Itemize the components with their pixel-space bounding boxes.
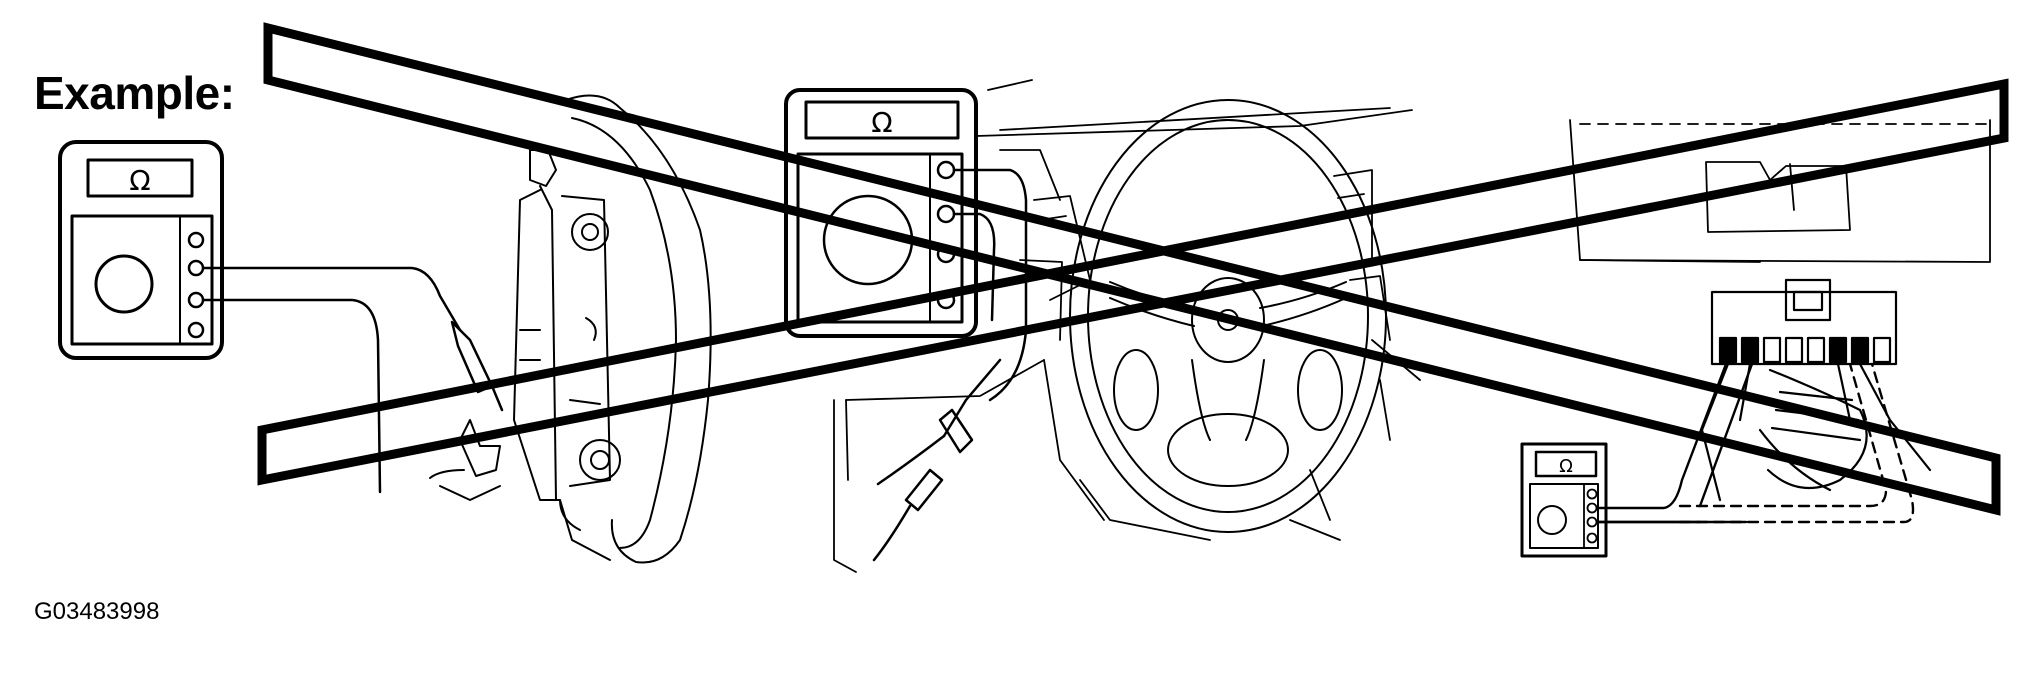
meter-symbol: Ω xyxy=(1559,456,1573,477)
prohibited-cross-icon xyxy=(257,22,2009,516)
example-ohmmeter-icon: Ω xyxy=(58,140,224,360)
column-test-leads xyxy=(872,168,1028,562)
connector-ohmmeter-icon: Ω xyxy=(1520,442,1608,558)
connector-test-leads xyxy=(1595,362,1915,524)
figure-code: G03483998 xyxy=(34,598,160,625)
example-label: Example: xyxy=(34,67,235,119)
dashboard-drawing xyxy=(833,79,1421,573)
control-unit-drawing xyxy=(1569,119,1991,263)
wiring-connector-drawing xyxy=(1700,278,1932,502)
meter-symbol: Ω xyxy=(871,106,892,139)
example-test-leads xyxy=(201,266,504,494)
airbag-module-drawing xyxy=(429,94,712,564)
meter-symbol: Ω xyxy=(129,164,150,197)
